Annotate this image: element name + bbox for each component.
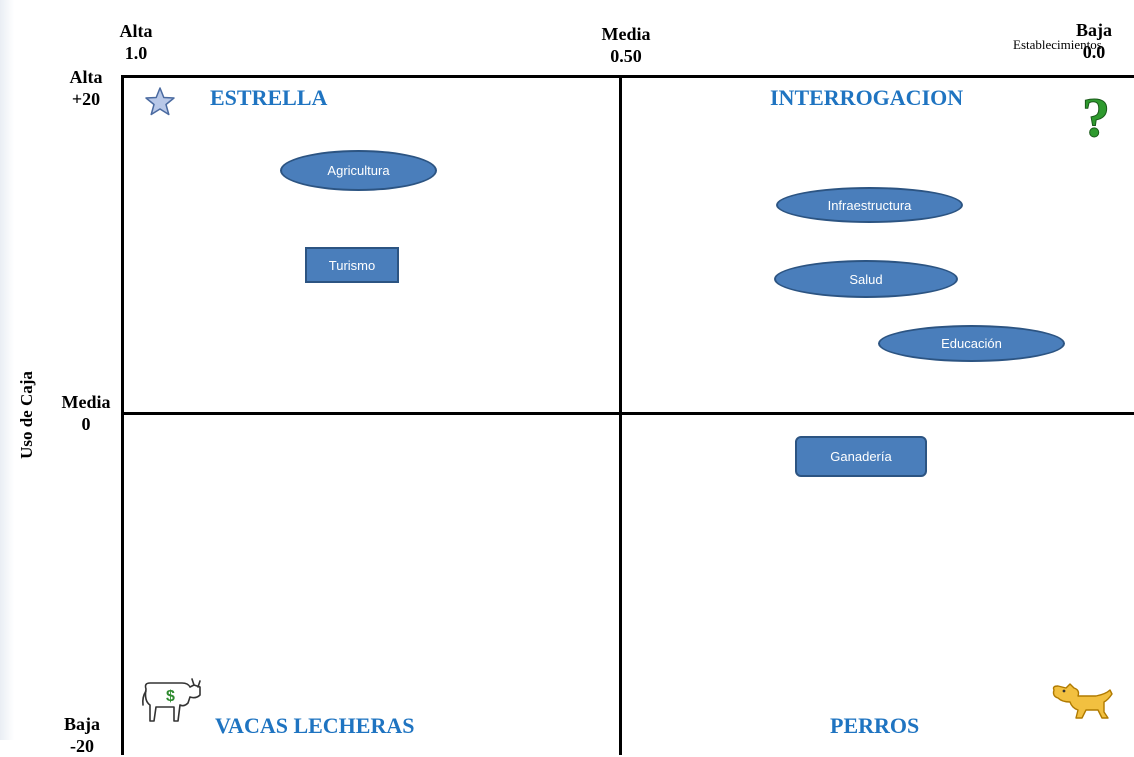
svg-text:$: $ [166, 688, 175, 705]
question-mark-icon: ? [1082, 88, 1111, 142]
left-edge-shade [0, 0, 14, 740]
quadrant-title-estrella: ESTRELLA [210, 85, 328, 110]
node-agricultura: Agricultura [280, 150, 437, 191]
quadrant-title-perros: PERROS [830, 713, 920, 738]
x-high-label: Alta 1.0 [119, 21, 153, 63]
node-ganaderia: Ganadería [795, 436, 927, 477]
dog-icon [1052, 683, 1113, 719]
node-educacion: Educación [878, 325, 1065, 362]
quadrant-title-interrogacion: INTERROGACION [770, 85, 964, 110]
svg-text:?: ? [1082, 88, 1110, 142]
y-low-label: Baja -20 [64, 714, 100, 756]
quadrant-title-vacas-lecheras: VACAS LECHERAS [215, 713, 415, 738]
horizontal-divider [121, 412, 1134, 415]
matrix-frame [121, 75, 1134, 755]
y-high-label: Alta +20 [69, 67, 103, 109]
cash-cow-icon: $ [142, 678, 201, 722]
star-icon [145, 87, 175, 116]
y-axis-title: Uso de Caja [17, 371, 36, 459]
vertical-divider [619, 75, 622, 755]
x-mid-label: Media 0.50 [601, 24, 651, 66]
node-turismo: Turismo [305, 247, 399, 283]
node-salud: Salud [774, 260, 958, 298]
node-infraestructura: Infraestructura [776, 187, 963, 223]
x-axis-note: Establecimientos [1013, 37, 1102, 52]
x-low-label: Baja 0.0 [1076, 20, 1112, 62]
y-mid-label: Media 0 [61, 392, 111, 434]
